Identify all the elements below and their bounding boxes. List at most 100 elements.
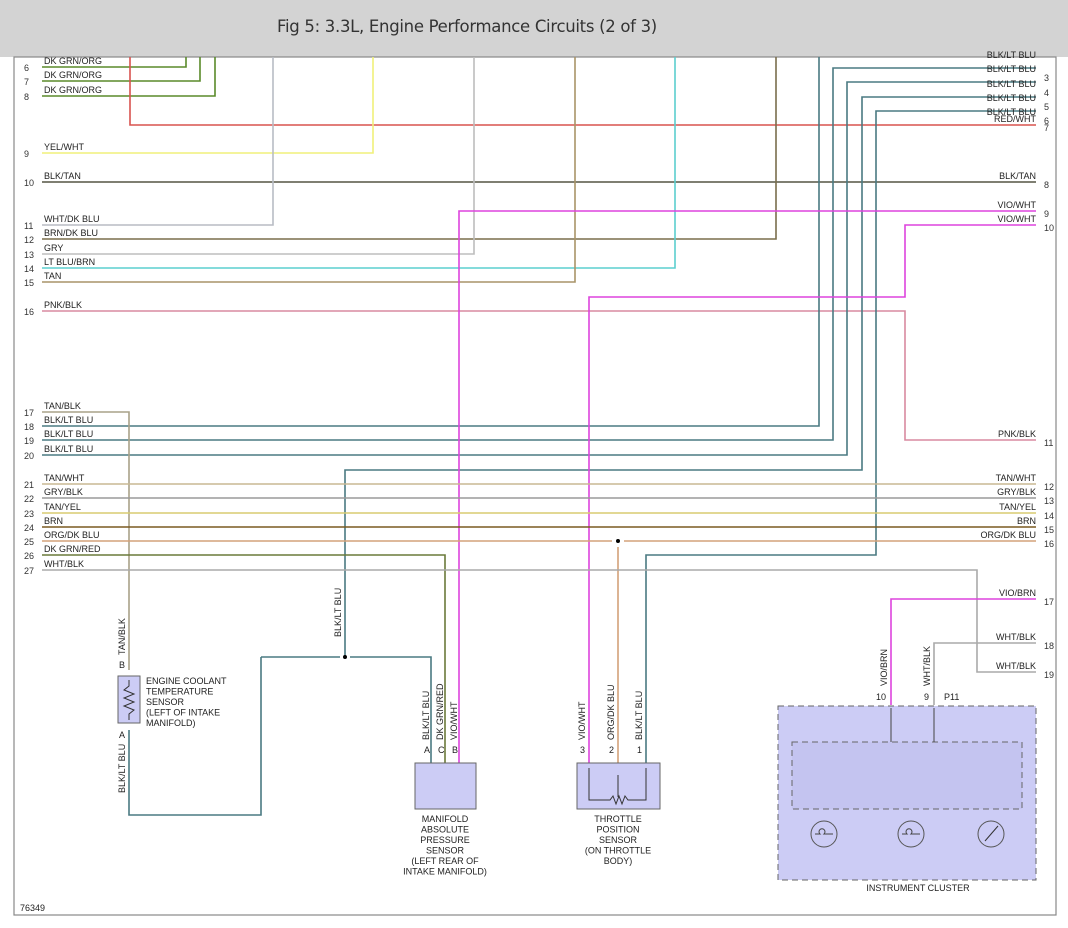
tps-caption-line: (ON THROTTLE — [585, 846, 651, 856]
map-pin-label: A — [424, 745, 430, 755]
wire-blk-lt-blu-18 — [42, 57, 820, 427]
left-wire-label: BLK/LT BLU — [44, 429, 93, 439]
right-pin-number: 3 — [1044, 73, 1049, 83]
ect-caption-line: TEMPERATURE — [146, 687, 213, 697]
right-pin-number: 11 — [1044, 438, 1053, 448]
wire-blk-lt-blu-19 — [42, 67, 1036, 441]
cluster-module-box — [791, 741, 1023, 810]
left-wire-label: BLK/TAN — [44, 171, 81, 181]
left-pin-number: 6 — [24, 63, 29, 73]
right-wire-label: BLK/LT BLU — [987, 79, 1036, 89]
ect-caption-line: SENSOR — [146, 697, 185, 707]
map-caption-line: (LEFT REAR OF — [411, 856, 479, 866]
wire-vio-wht-tps — [588, 224, 1036, 765]
tps-wire-label: BLK/LT BLU — [634, 691, 644, 740]
left-wire-label: BRN/DK BLU — [44, 228, 98, 238]
map-sensor-body — [414, 762, 477, 810]
tps-wire-label: VIO/WHT — [577, 701, 587, 740]
left-pin-number: 20 — [24, 451, 34, 461]
right-wire-label: TAN/WHT — [996, 473, 1037, 483]
cluster-wire-label: WHT/BLK — [922, 646, 932, 686]
left-pin-number: 23 — [24, 509, 34, 519]
wire-wht-dk-blu — [42, 57, 274, 226]
left-pin-number: 14 — [24, 264, 34, 274]
thermistor-icon — [122, 680, 136, 720]
left-wire-label: BLK/LT BLU — [44, 415, 93, 425]
left-wire-label: TAN/WHT — [44, 473, 85, 483]
wire-splice-map-a — [350, 656, 432, 765]
left-pin-number: 11 — [24, 221, 33, 231]
wire-dk-grn-org-8 — [42, 57, 216, 97]
left-wire-label: TAN/BLK — [44, 401, 81, 411]
cluster-title: INSTRUMENT CLUSTER — [866, 883, 970, 893]
left-wire-label: BRN — [44, 516, 63, 526]
right-wire-label: PNK/BLK — [998, 429, 1036, 439]
right-pin-number: 5 — [1044, 102, 1049, 112]
gauge-needle — [984, 825, 999, 842]
right-wire-label: TAN/YEL — [999, 502, 1036, 512]
tps-pin-label: 1 — [637, 745, 642, 755]
component-layer — [117, 539, 1037, 881]
map-wire-label: BLK/LT BLU — [421, 691, 431, 740]
left-wire-label: LT BLU/BRN — [44, 257, 95, 267]
wire-wht-blk-18 — [933, 642, 1036, 705]
tps-caption-line: SENSOR — [599, 835, 638, 845]
lamp-filament — [902, 828, 920, 835]
wire-tan — [42, 57, 576, 283]
wire-ect-a — [128, 657, 262, 816]
right-pin-number: 9 — [1044, 209, 1049, 219]
left-pin-number: 16 — [24, 307, 34, 317]
right-pin-number: 8 — [1044, 180, 1049, 190]
tps-caption-line: POSITION — [596, 825, 639, 835]
cluster-wire-label: VIO/BRN — [879, 649, 889, 686]
wire-dk-grn-org-6 — [42, 57, 187, 68]
tps-caption-line: THROTTLE — [594, 814, 642, 824]
right-pin-number: 6 — [1044, 116, 1049, 126]
right-pin-number: 16 — [1044, 539, 1054, 549]
right-wire-label: RED/WHT — [994, 114, 1036, 124]
left-pin-number: 19 — [24, 436, 34, 446]
ect-wire-bottom-label: BLK/LT BLU — [117, 744, 127, 793]
right-wire-label: VIO/BRN — [999, 588, 1036, 598]
left-pin-number: 13 — [24, 250, 34, 260]
right-pin-number: 7 — [1044, 123, 1049, 133]
left-pin-number: 25 — [24, 537, 34, 547]
right-pin-number: 10 — [1044, 223, 1054, 233]
wire-brn-dk-blu — [42, 57, 777, 240]
ect-wire-top-label: TAN/BLK — [117, 618, 127, 655]
left-pin-number: 24 — [24, 523, 34, 533]
right-wire-label: VIO/WHT — [998, 214, 1037, 224]
left-pin-number: 18 — [24, 422, 34, 432]
left-pin-number: 10 — [24, 178, 34, 188]
wire-blk-lt-blu-splice — [344, 96, 1036, 657]
lamp-filament — [815, 828, 833, 835]
wire-vio-brn — [890, 598, 1036, 705]
splice-dot — [343, 655, 347, 659]
tps-pin-label: 2 — [609, 745, 614, 755]
left-wire-label: WHT/BLK — [44, 559, 84, 569]
left-pin-number: 8 — [24, 92, 29, 102]
left-wire-label: ORG/DK BLU — [44, 530, 100, 540]
potentiometer-icon — [588, 768, 647, 806]
left-wire-label: PNK/BLK — [44, 300, 82, 310]
map-caption-line: ABSOLUTE — [421, 825, 469, 835]
map-caption-line: MANIFOLD — [422, 814, 469, 824]
ect-caption-line: ENGINE COOLANT — [146, 676, 227, 686]
diagram-frame — [13, 56, 1057, 916]
connector-id: P11 — [944, 692, 959, 702]
right-pin-number: 17 — [1044, 597, 1054, 607]
left-wire-label: DK GRN/RED — [44, 544, 101, 554]
right-wire-label: WHT/BLK — [996, 661, 1036, 671]
map-caption-line: SENSOR — [426, 846, 465, 856]
cluster-pin-number: 10 — [876, 692, 886, 702]
left-wire-label: BLK/LT BLU — [44, 444, 93, 454]
wire-vio-wht-map — [458, 210, 1036, 765]
left-pin-number: 15 — [24, 278, 34, 288]
wire-wht-blk-27 — [42, 569, 1036, 673]
tps-wire-label: ORG/DK BLU — [606, 684, 616, 740]
map-caption-line: INTAKE MANIFOLD) — [403, 867, 487, 877]
ect-pin-b: B — [119, 660, 125, 670]
left-wire-label: GRY — [44, 243, 63, 253]
wire-dk-grn-org-7 — [42, 57, 201, 82]
